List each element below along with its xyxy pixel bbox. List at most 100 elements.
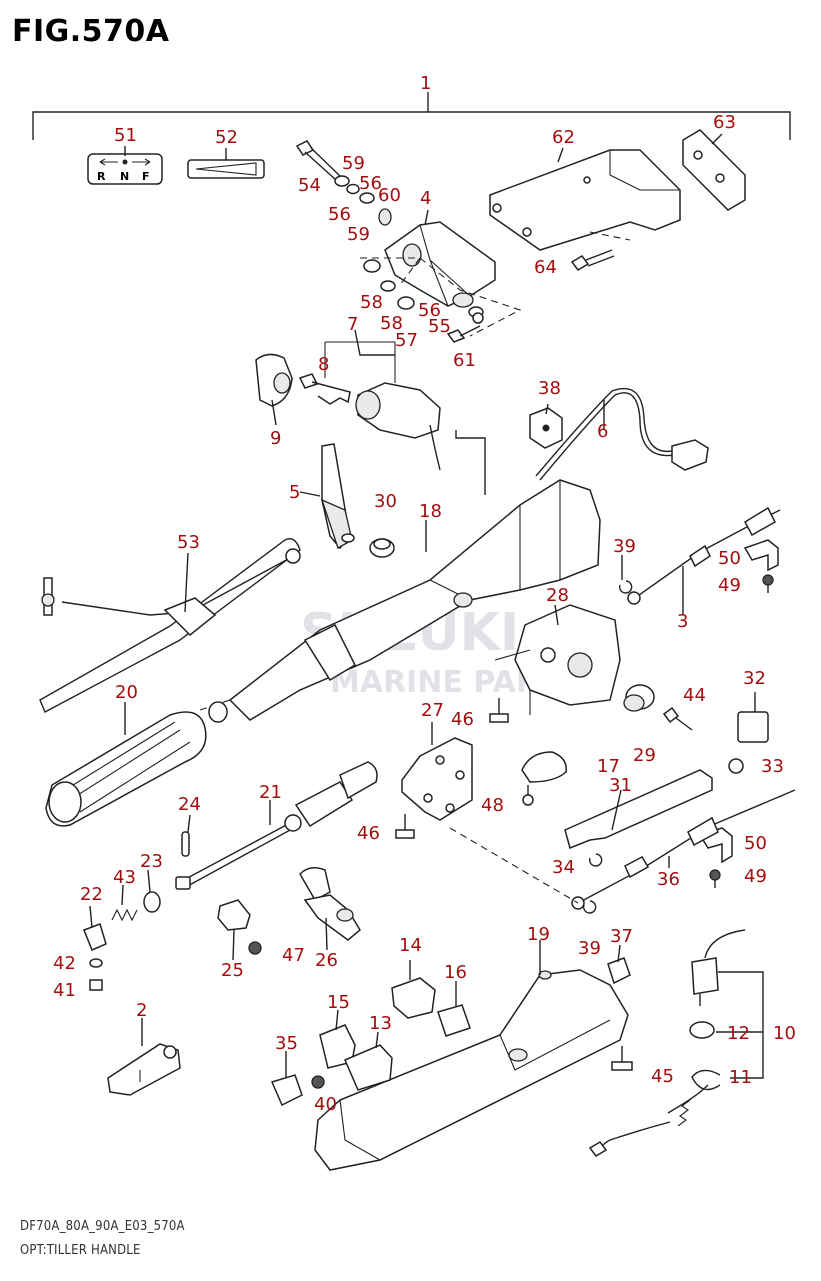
- callout-15: 15: [327, 992, 350, 1013]
- callout-7: 7: [347, 314, 358, 335]
- bracket-screw-lower: [709, 869, 721, 888]
- callout-59a: 59: [342, 153, 365, 174]
- throttle-grip: [45, 701, 228, 827]
- throttle-cable-lower: [449, 789, 796, 910]
- callout-58a: 58: [360, 292, 383, 313]
- callout-54: 54: [298, 175, 321, 196]
- callout-24: 24: [178, 794, 201, 815]
- callout-31: 31: [609, 775, 632, 796]
- callout-30: 30: [374, 491, 397, 512]
- callout-14: 14: [399, 935, 422, 956]
- callout-46a: 46: [451, 709, 474, 730]
- callout-52: 52: [215, 127, 238, 148]
- callout-2: 2: [136, 1000, 147, 1021]
- screw-46-b: [395, 814, 415, 839]
- callout-39b: 39: [578, 938, 601, 959]
- callout-23: 23: [140, 851, 163, 872]
- callout-46b: 46: [357, 823, 380, 844]
- callout-32: 32: [743, 668, 766, 689]
- callout-60: 60: [378, 185, 401, 206]
- link-arm: [564, 769, 713, 850]
- figure-title: FIG.570A: [12, 14, 170, 49]
- bolt-washer-stack: [295, 140, 392, 226]
- callout-17: 17: [597, 756, 620, 777]
- switch-body-15: [319, 1024, 356, 1069]
- callout-9: 9: [270, 428, 281, 449]
- callout-11: 11: [729, 1067, 752, 1088]
- callout-55: 55: [428, 316, 451, 337]
- callout-64: 64: [534, 257, 557, 278]
- tiller-bracket: [360, 221, 522, 337]
- lower-cover-tray: [314, 969, 629, 1171]
- grommet: [529, 407, 563, 449]
- callout-10: 10: [773, 1023, 796, 1044]
- callout-22: 22: [80, 884, 103, 905]
- callout-45: 45: [651, 1066, 674, 1087]
- callout-6: 6: [597, 421, 608, 442]
- clip-35: [270, 1074, 303, 1107]
- callout-49b: 49: [744, 866, 767, 887]
- callout-1: 1: [420, 73, 431, 94]
- throttle-rod: [175, 761, 378, 890]
- callout-20: 20: [115, 682, 138, 703]
- figure-caption: OPT:TILLER HANDLE: [20, 1243, 141, 1258]
- stop-switch-bracket: [716, 971, 764, 1079]
- mount-plate: [682, 129, 746, 211]
- callout-27: 27: [421, 700, 444, 721]
- tiller-body: [199, 430, 601, 721]
- callout-3: 3: [677, 611, 688, 632]
- clip-34: [588, 853, 603, 867]
- callout-56c: 56: [418, 300, 441, 321]
- key-switch-assembly: [255, 341, 441, 471]
- cable-bracket-upper: [743, 539, 779, 572]
- callout-50a: 50: [718, 548, 741, 569]
- callout-35: 35: [275, 1033, 298, 1054]
- switch-frame-16: [437, 1004, 471, 1037]
- callout-49a: 49: [718, 575, 741, 596]
- switch-plate-13: [344, 1044, 393, 1091]
- callout-8: 8: [318, 354, 329, 375]
- callout-38: 38: [538, 378, 561, 399]
- callout-43: 43: [113, 867, 136, 888]
- callout-4: 4: [420, 188, 431, 209]
- cable-clamp: [299, 867, 361, 941]
- throttle-lever: [320, 443, 355, 550]
- rubber-pad: [607, 957, 631, 985]
- dome-cap: [521, 751, 567, 783]
- pivot-mount: [107, 1043, 181, 1096]
- assembly-bracket: [32, 92, 791, 140]
- callout-47: 47: [282, 945, 305, 966]
- callout-63: 63: [713, 112, 736, 133]
- callout-33: 33: [761, 756, 784, 777]
- leader-lines: [89, 133, 756, 1078]
- callout-37: 37: [610, 926, 633, 947]
- callout-41: 41: [53, 980, 76, 1001]
- screw-40: [311, 1075, 325, 1089]
- detent-ball: [728, 758, 744, 774]
- callout-29: 29: [633, 745, 656, 766]
- switch-14: [391, 977, 436, 1019]
- callout-50b: 50: [744, 833, 767, 854]
- callout-51: 51: [114, 125, 137, 146]
- callout-61: 61: [453, 350, 476, 371]
- shift-assembly: [494, 604, 621, 715]
- screw-46-a: [489, 698, 509, 723]
- callout-56b: 56: [328, 204, 351, 225]
- bracket-screw-upper: [762, 574, 774, 593]
- callout-58b: 58: [380, 313, 403, 334]
- callout-25: 25: [221, 960, 244, 981]
- callout-13: 13: [369, 1013, 392, 1034]
- callout-42: 42: [53, 953, 76, 974]
- callout-21: 21: [259, 782, 282, 803]
- friction-plate: [737, 711, 769, 743]
- friction-adjuster-set: [83, 891, 161, 991]
- shift-n-label: N: [120, 170, 129, 183]
- mount-bolt: [570, 249, 615, 271]
- callout-16: 16: [444, 962, 467, 983]
- shift-f-label: F: [142, 170, 150, 183]
- callout-62: 62: [552, 127, 575, 148]
- callout-12: 12: [727, 1023, 750, 1044]
- callout-56a: 56: [359, 173, 382, 194]
- small-bolts: [446, 312, 484, 343]
